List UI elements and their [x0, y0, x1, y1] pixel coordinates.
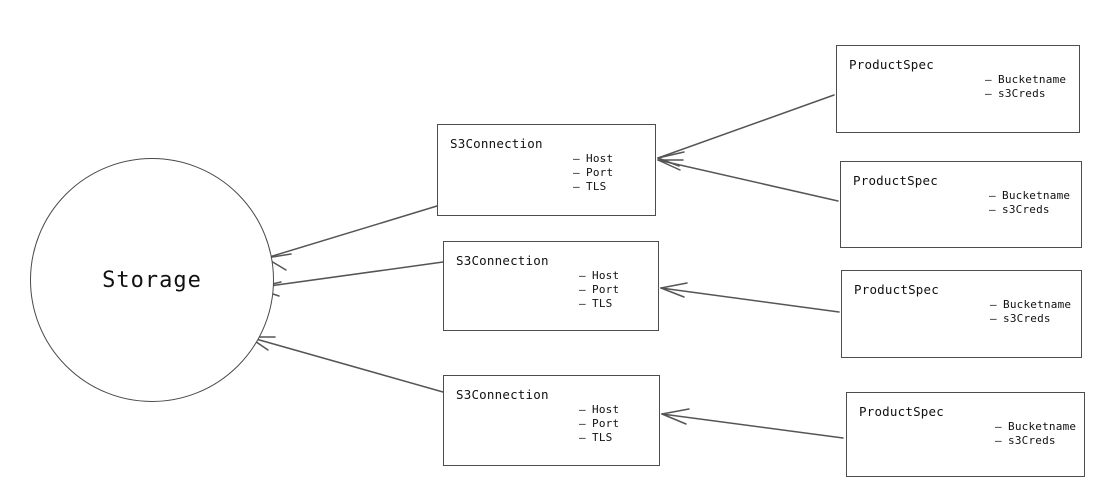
arrow-prodspec-4-to-s3conn-3	[661, 408, 844, 439]
attribute-row: –Bucketname	[995, 420, 1076, 434]
s3connection-node-2[interactable]: S3Connection –Host –Port –TLS	[443, 241, 659, 331]
attribute-label: Port	[586, 166, 614, 179]
s3connection-node-1-attributes: –Host –Port –TLS	[573, 152, 613, 194]
attribute-label: Bucketname	[1003, 298, 1072, 311]
productspec-node-4-title: ProductSpec	[859, 404, 944, 419]
productspec-node-2-attributes: –Bucketname –s3Creds	[989, 189, 1070, 217]
attribute-row: –Host	[579, 269, 619, 283]
attribute-label: s3Creds	[1002, 203, 1050, 216]
dash-icon: –	[573, 166, 580, 179]
attribute-row: –Bucketname	[985, 73, 1066, 87]
dash-icon: –	[579, 403, 586, 416]
attribute-row: –Port	[579, 283, 619, 297]
dash-icon: –	[573, 180, 580, 193]
attribute-row: –s3Creds	[989, 203, 1070, 217]
arrow-prodspec-3-to-s3conn-2	[660, 282, 840, 313]
attribute-label: Host	[592, 269, 620, 282]
attribute-label: s3Creds	[998, 87, 1046, 100]
dash-icon: –	[990, 312, 997, 325]
s3connection-node-3-attributes: –Host –Port –TLS	[579, 403, 619, 445]
dash-icon: –	[995, 420, 1002, 433]
productspec-node-4[interactable]: ProductSpec –Bucketname –s3Creds	[846, 392, 1085, 477]
s3connection-node-1-title: S3Connection	[450, 136, 543, 151]
attribute-label: TLS	[592, 297, 613, 310]
attribute-row: –Port	[573, 166, 613, 180]
attribute-row: –Bucketname	[990, 298, 1071, 312]
attribute-row: –TLS	[573, 180, 613, 194]
s3connection-node-1[interactable]: S3Connection –Host –Port –TLS	[437, 124, 656, 216]
attribute-label: Bucketname	[1002, 189, 1071, 202]
attribute-row: –TLS	[579, 431, 619, 445]
attribute-label: Bucketname	[998, 73, 1067, 86]
attribute-label: Bucketname	[1008, 420, 1077, 433]
attribute-row: –s3Creds	[985, 87, 1066, 101]
productspec-node-1[interactable]: ProductSpec –Bucketname –s3Creds	[836, 45, 1080, 133]
attribute-label: TLS	[586, 180, 607, 193]
s3connection-node-3[interactable]: S3Connection –Host –Port –TLS	[443, 375, 660, 466]
dash-icon: –	[579, 417, 586, 430]
dash-icon: –	[985, 73, 992, 86]
attribute-label: s3Creds	[1003, 312, 1051, 325]
attribute-label: TLS	[592, 431, 613, 444]
s3connection-node-2-attributes: –Host –Port –TLS	[579, 269, 619, 311]
dash-icon: –	[995, 434, 1002, 447]
dash-icon: –	[989, 203, 996, 216]
dash-icon: –	[989, 189, 996, 202]
productspec-node-2-title: ProductSpec	[853, 173, 938, 188]
attribute-label: Host	[592, 403, 620, 416]
s3connection-node-3-title: S3Connection	[456, 387, 549, 402]
arrow-s3conn-1-to-storage	[265, 205, 438, 271]
s3connection-node-2-title: S3Connection	[456, 253, 549, 268]
attribute-row: –TLS	[579, 297, 619, 311]
arrow-prodspec-2-to-s3conn-1	[657, 159, 839, 202]
attribute-label: s3Creds	[1008, 434, 1056, 447]
attribute-row: –Bucketname	[989, 189, 1070, 203]
storage-node[interactable]: Storage	[30, 158, 274, 402]
dash-icon: –	[990, 298, 997, 311]
dash-icon: –	[579, 269, 586, 282]
arrow-s3conn-3-to-storage	[248, 336, 444, 393]
arrow-prodspec-1-to-s3conn-1	[657, 94, 835, 167]
arrow-s3conn-2-to-storage	[254, 261, 444, 297]
dash-icon: –	[573, 152, 580, 165]
productspec-node-3-attributes: –Bucketname –s3Creds	[990, 298, 1071, 326]
productspec-node-3-title: ProductSpec	[854, 282, 939, 297]
productspec-node-1-attributes: –Bucketname –s3Creds	[985, 73, 1066, 101]
attribute-row: –s3Creds	[995, 434, 1076, 448]
dash-icon: –	[579, 283, 586, 296]
storage-node-label: Storage	[102, 267, 202, 293]
dash-icon: –	[985, 87, 992, 100]
attribute-row: –Host	[573, 152, 613, 166]
productspec-node-1-title: ProductSpec	[849, 57, 934, 72]
attribute-label: Port	[592, 283, 620, 296]
dash-icon: –	[579, 297, 586, 310]
attribute-label: Port	[592, 417, 620, 430]
attribute-row: –Host	[579, 403, 619, 417]
attribute-label: Host	[586, 152, 614, 165]
productspec-node-4-attributes: –Bucketname –s3Creds	[995, 420, 1076, 448]
productspec-node-2[interactable]: ProductSpec –Bucketname –s3Creds	[840, 161, 1082, 248]
attribute-row: –s3Creds	[990, 312, 1071, 326]
productspec-node-3[interactable]: ProductSpec –Bucketname –s3Creds	[841, 270, 1082, 358]
dash-icon: –	[579, 431, 586, 444]
attribute-row: –Port	[579, 417, 619, 431]
